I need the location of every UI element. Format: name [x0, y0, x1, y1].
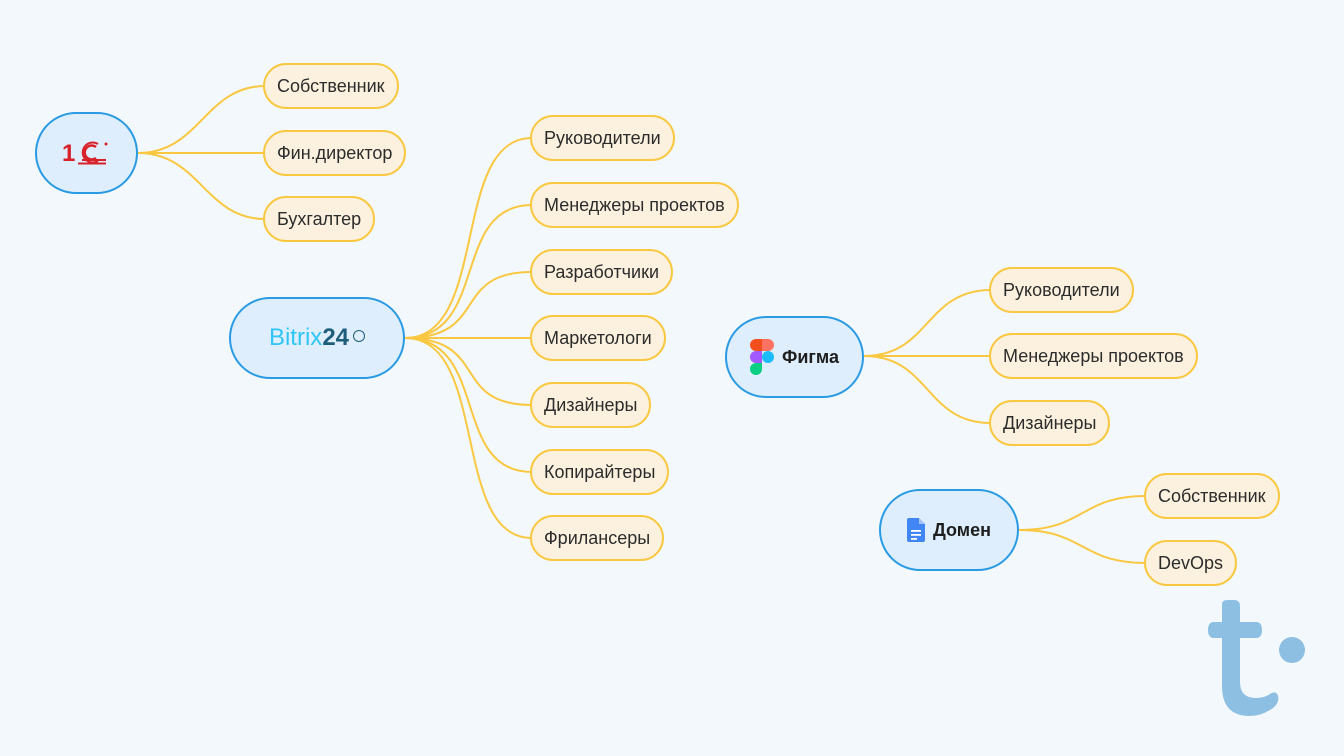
root-node-domain[interactable]: Домен — [879, 489, 1019, 571]
node-bitrix-designers[interactable]: Дизайнеры — [530, 382, 652, 428]
document-icon — [907, 518, 925, 542]
connector-bitrix-2 — [404, 204, 533, 339]
connector-bitrix-1 — [404, 137, 533, 339]
node-domain-devops[interactable]: DevOps — [1144, 540, 1238, 586]
connector-bitrix-6 — [404, 337, 533, 473]
connector-figma-1 — [863, 289, 992, 357]
root-node-1c[interactable]: 1 — [35, 112, 138, 194]
node-1c-fin-director[interactable]: Фин.директор — [263, 130, 407, 176]
root-node-bitrix24[interactable]: Bitrix24 — [229, 297, 405, 379]
connector-domain-2 — [1018, 529, 1147, 564]
node-bitrix-marketers[interactable]: Маркетологи — [530, 315, 666, 361]
bitrix24-logo-word: Bitrix — [268, 324, 323, 351]
node-1c-accountant[interactable]: Бухгалтер — [263, 196, 376, 242]
node-figma-designers[interactable]: Дизайнеры — [989, 400, 1111, 446]
clock-icon — [353, 330, 366, 342]
node-bitrix-freelancers[interactable]: Фрилансеры — [530, 515, 665, 561]
node-figma-project-managers[interactable]: Менеджеры проектов — [989, 333, 1198, 379]
connector-domain-1 — [1018, 495, 1147, 531]
root-node-figma[interactable]: Фигма — [725, 316, 864, 398]
bitrix24-logo: Bitrix24 — [268, 324, 366, 352]
domain-root-label: Домен — [933, 519, 991, 540]
svg-text:1: 1 — [62, 140, 75, 167]
node-bitrix-developers[interactable]: Разработчики — [530, 249, 674, 295]
bitrix24-logo-number: 24 — [322, 324, 350, 351]
connector-bitrix-3 — [404, 271, 533, 339]
node-domain-owner[interactable]: Собственник — [1144, 473, 1280, 519]
connector-1c-3 — [137, 152, 266, 220]
node-1c-owner[interactable]: Собственник — [263, 63, 399, 109]
1c-logo: 1 — [62, 140, 107, 167]
figma-root-label: Фигма — [781, 346, 839, 367]
connector-figma-3 — [863, 355, 992, 424]
connector-1c-1 — [137, 85, 266, 154]
connector-bitrix-5 — [404, 337, 533, 406]
node-figma-managers[interactable]: Руководители — [989, 267, 1134, 313]
connector-bitrix-7 — [404, 337, 533, 539]
t-logo — [1208, 600, 1305, 716]
node-bitrix-copywriters[interactable]: Копирайтеры — [530, 449, 670, 495]
node-bitrix-project-managers[interactable]: Менеджеры проектов — [530, 182, 739, 228]
node-bitrix-managers[interactable]: Руководители — [530, 115, 675, 161]
figma-icon — [749, 339, 774, 375]
